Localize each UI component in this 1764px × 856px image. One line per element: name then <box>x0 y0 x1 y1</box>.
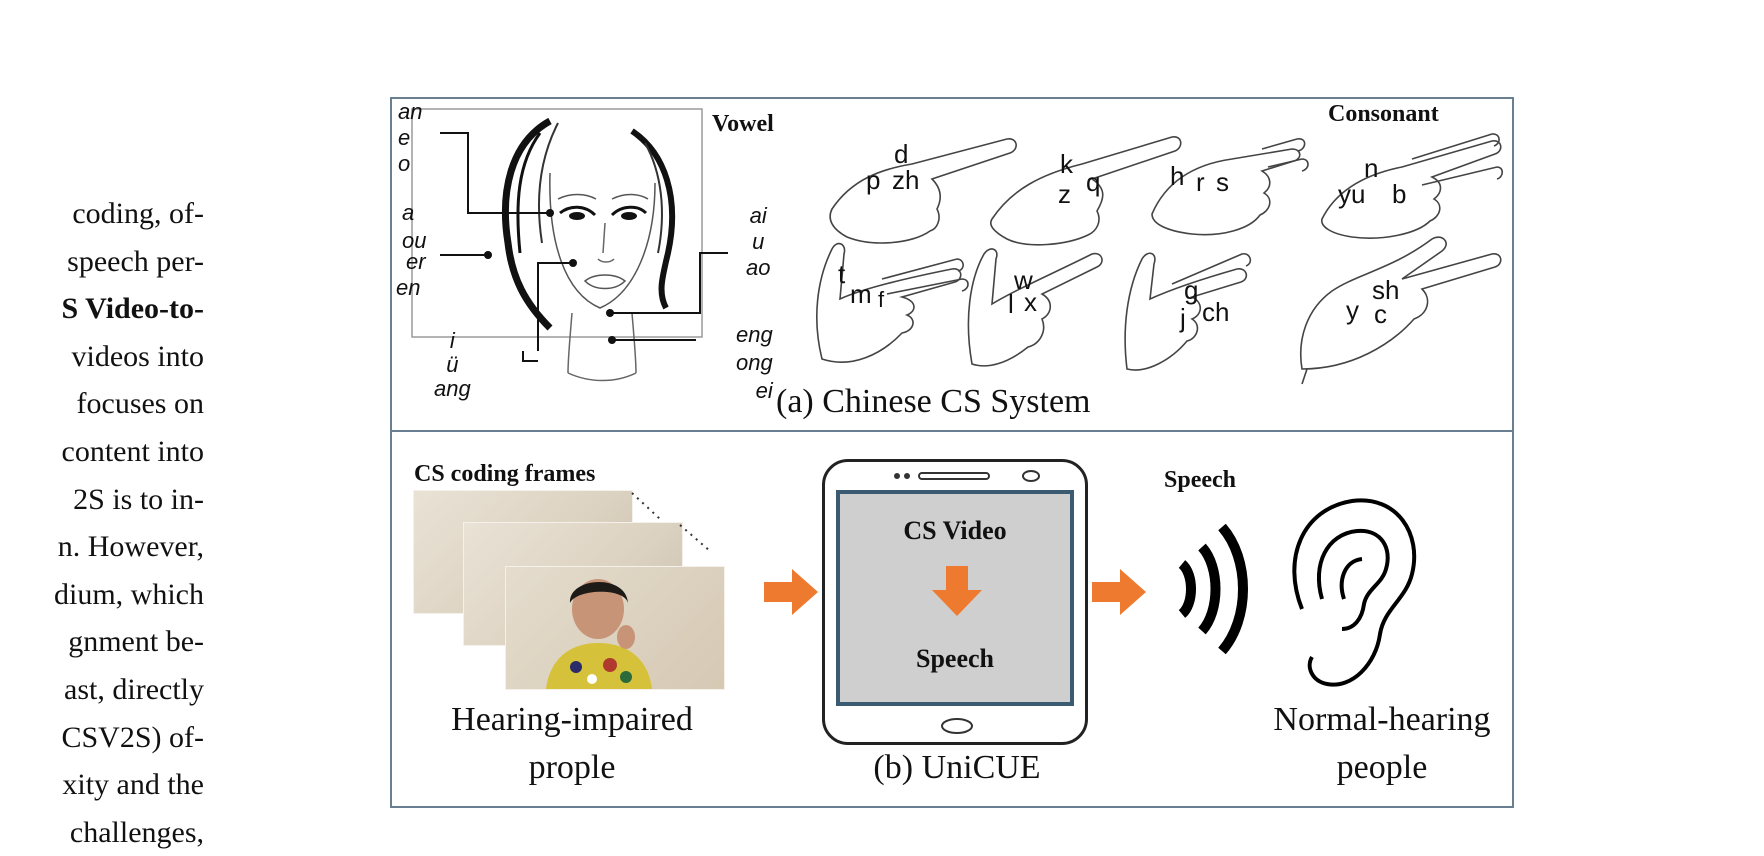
vowel-label: ong <box>736 350 773 375</box>
hand-6-label-l: l <box>1008 289 1014 319</box>
hand-2-label-k: k <box>1060 149 1073 179</box>
vowel-label: ü <box>446 352 459 377</box>
hand-7-label-g: g <box>1184 275 1199 305</box>
hand-4-label-yu: yu <box>1338 179 1366 209</box>
body-text-line: S Video-to- <box>0 285 205 333</box>
hand-8-label-y: y <box>1346 295 1359 325</box>
screen-speech-label: Speech <box>916 644 994 673</box>
hand-3-label-h: h <box>1170 161 1185 191</box>
vowel-label: ai <box>749 203 767 228</box>
body-text-line: focuses on <box>76 387 204 421</box>
sound-waves-icon <box>1178 523 1248 655</box>
figure-divider <box>392 430 1512 432</box>
hand-5-label-t: t <box>838 259 846 289</box>
body-text-column: coding, of- speech per- S Video-to- vide… <box>0 190 204 856</box>
body-text-line: xity and the <box>62 768 204 802</box>
caption-part-a: (a) Chinese CS System <box>776 383 1091 420</box>
hand-5-label-f: f <box>878 287 885 312</box>
hand-2-label-q: q <box>1086 167 1101 197</box>
caption-line: prople <box>528 749 616 786</box>
body-text-line: videos into <box>71 339 205 373</box>
smartphone-frame: CS Video Speech <box>822 459 1088 745</box>
caption-hearing-impaired: Hearing-impaired prople <box>402 696 742 792</box>
body-text-line: 2S is to in- <box>73 482 204 516</box>
screen-cs-video-label: CS Video <box>903 516 1007 545</box>
body-text-line: challenges, <box>69 815 204 849</box>
vowel-labels-right-bottom: eng ong ei <box>736 321 773 405</box>
body-text-line: n. However, <box>57 530 204 564</box>
body-text-line: coding, of- <box>72 197 204 230</box>
vowel-label: ei <box>755 378 773 403</box>
caption-part-b: (b) UniCUE <box>873 749 1041 786</box>
speech-heading: Speech <box>1164 467 1236 493</box>
phone-home-button <box>941 718 973 734</box>
vowel-label: ou <box>402 228 427 253</box>
frames-heading: CS coding frames <box>414 461 596 487</box>
vowel-label: ang <box>434 376 471 401</box>
dotted-stack-lines <box>631 492 711 551</box>
hand-4-label-b: b <box>1392 179 1407 209</box>
hand-1-label-d: d <box>894 139 909 169</box>
face-illustration <box>411 108 728 382</box>
hand-8-label-c: c <box>1374 299 1387 329</box>
vowel-label: an <box>398 99 423 124</box>
hand-8-label-sh: sh <box>1372 275 1400 305</box>
hand-6-label-x: x <box>1024 287 1037 317</box>
hand-4-label-n: n <box>1364 153 1379 183</box>
phone-top-bar <box>894 470 1040 482</box>
consonant-heading: Consonant <box>1328 101 1439 127</box>
vowel-labels-right-top: ai u ao <box>746 203 770 281</box>
caption-line: people <box>1336 749 1428 786</box>
hand-7-label-j: j <box>1180 303 1186 333</box>
vowel-label: e <box>398 125 411 150</box>
vowel-label: u <box>752 229 765 254</box>
hand-1-label-zh: zh <box>892 165 920 195</box>
body-text-line: speech per- <box>67 244 204 278</box>
vowel-labels-left-mid: a ou <box>402 199 426 255</box>
hand-3-label-r: r <box>1196 167 1205 197</box>
vowel-label-er: er <box>406 249 426 274</box>
hand-7-label-ch: ch <box>1202 297 1230 327</box>
vowel-label: i <box>449 328 455 353</box>
ear-icon <box>1292 498 1417 687</box>
vowel-label: eng <box>736 322 773 347</box>
body-text-line: content into <box>61 434 204 468</box>
vowel-labels-bottom-left: i ü ang <box>434 329 471 401</box>
hand-shapes-illustration <box>816 133 1504 385</box>
arrow-down-icon <box>932 566 982 616</box>
hand-1-label-p: p <box>866 165 881 195</box>
vowel-label-en: en <box>396 275 421 300</box>
body-text-line: ast, directly <box>64 672 204 706</box>
caption-normal-hearing: Normal-hearing people <box>1242 696 1522 792</box>
vowel-labels-left-top: an e o <box>398 99 422 177</box>
body-text-line-2: S Video-to- <box>61 292 205 326</box>
figure-unicue-overview: an e o a ou er en i ü ang ai u ao eng on… <box>390 97 1514 808</box>
body-text-line: CSV2S) of- <box>61 720 204 754</box>
hand-5-label-m: m <box>850 279 872 309</box>
hand-3-label-s: s <box>1216 167 1229 197</box>
caption-line: Normal-hearing <box>1273 701 1491 738</box>
vowel-label: ao <box>746 255 771 280</box>
arrow-right-icon <box>1092 569 1146 615</box>
hand-6-label-w: w <box>1014 265 1033 295</box>
vowel-label: o <box>398 151 411 176</box>
arrow-right-icon <box>764 569 818 615</box>
body-text-line: dium, which <box>54 577 204 611</box>
person-signing-image <box>546 579 652 689</box>
body-text-line: gnment be- <box>68 625 204 659</box>
hand-2-label-z: z <box>1058 179 1071 209</box>
caption-line: Hearing-impaired <box>451 701 693 738</box>
video-frame-front <box>506 567 724 689</box>
phone-screen: CS Video Speech <box>836 490 1074 706</box>
vowel-heading: Vowel <box>712 111 774 137</box>
vowel-label: a <box>402 200 415 225</box>
